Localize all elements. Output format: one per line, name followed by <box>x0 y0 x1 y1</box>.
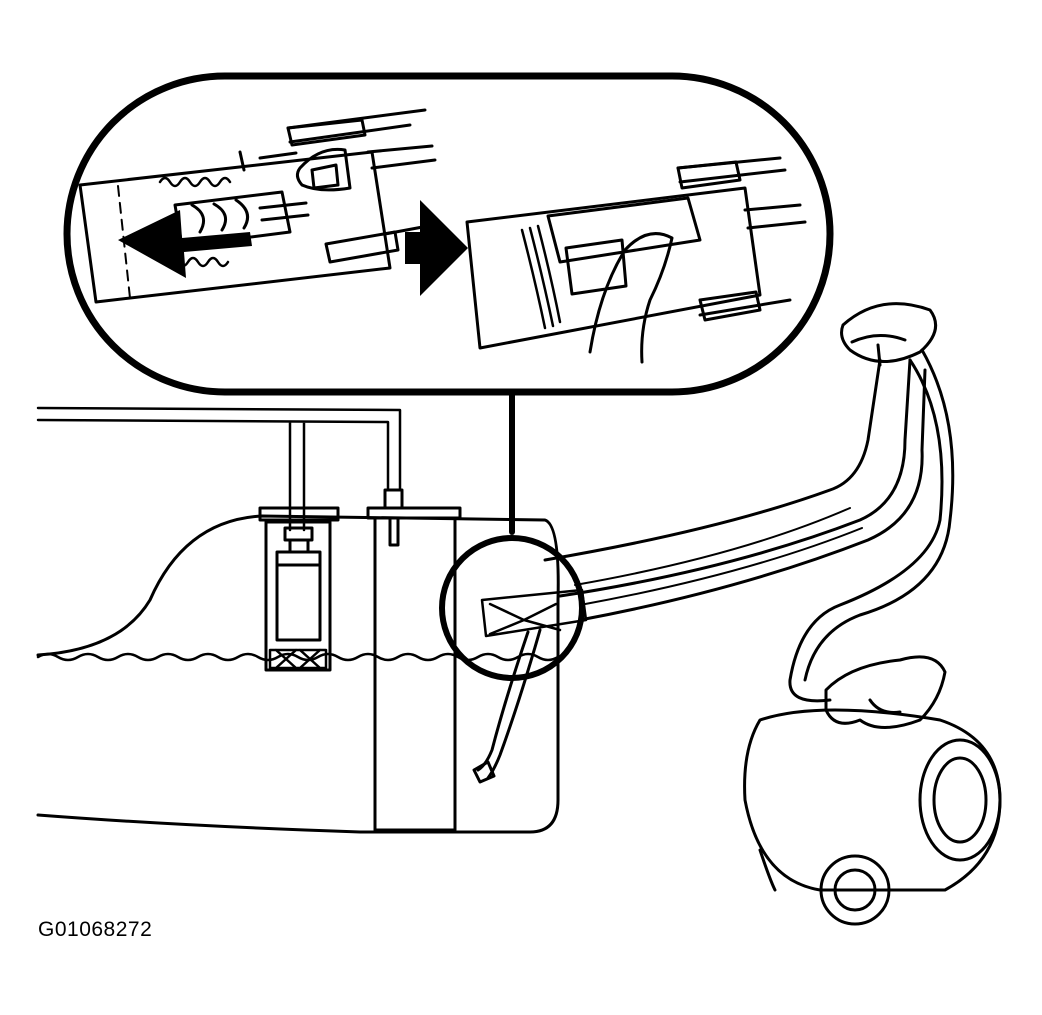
fuel-level-surface <box>36 652 560 662</box>
connector-before-view <box>78 108 437 304</box>
detail-circle <box>439 535 588 681</box>
filter-element <box>268 648 328 670</box>
fuel-tank <box>36 406 560 834</box>
removal-arrow <box>118 210 252 278</box>
connector-housing-right <box>465 186 762 350</box>
fuel-line-tube-upper <box>286 108 437 170</box>
filler-cap-ring <box>840 302 938 363</box>
fuel-pump-column <box>366 488 462 832</box>
canister-body <box>743 708 1002 892</box>
step-arrow <box>405 200 468 296</box>
canister-end-cap <box>918 738 1002 862</box>
connector-housing-left <box>78 150 392 304</box>
hose-end-fitting <box>472 760 496 784</box>
filler-hose-outline <box>543 358 927 622</box>
canister-assembly <box>743 655 1002 926</box>
hand-finger <box>588 232 674 364</box>
connector-after-view <box>465 156 807 364</box>
fuel-line-tube-right <box>676 156 807 317</box>
canister-port <box>819 854 891 926</box>
fuel-filter-assembly <box>258 506 340 672</box>
retainer-ring <box>520 224 562 330</box>
release-tab <box>295 147 352 192</box>
fuel-tank-outline <box>36 514 560 834</box>
detail-callout-frame <box>63 72 834 396</box>
filler-hose <box>543 302 938 622</box>
figure-code: G01068272 <box>38 918 153 941</box>
vent-hose <box>788 348 955 703</box>
fuel-line-top <box>36 406 402 532</box>
return-hose <box>476 628 542 780</box>
detail-callout <box>63 72 834 396</box>
canister-bracket <box>824 655 947 729</box>
